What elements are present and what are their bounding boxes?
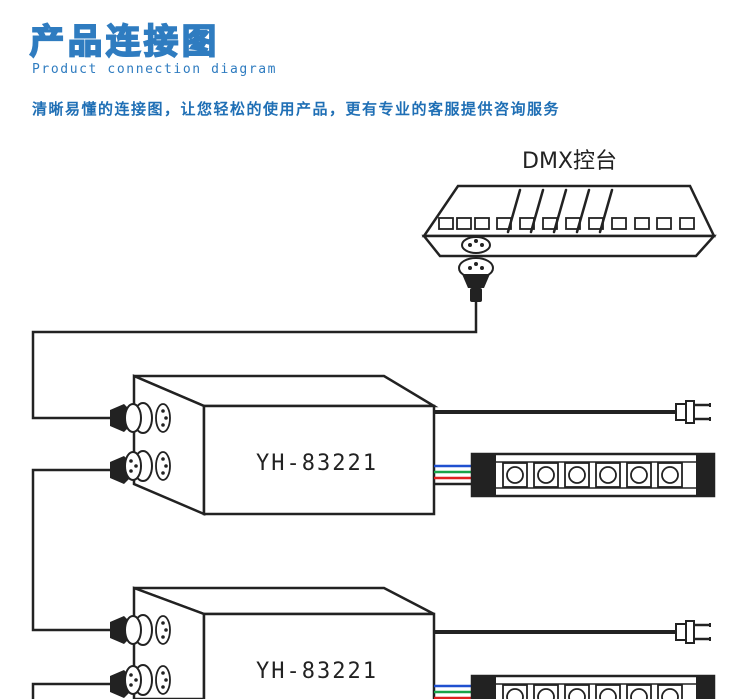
dmx-plug (458, 257, 494, 302)
led-strip (470, 452, 716, 498)
rgb-wires (434, 684, 472, 699)
decoder-model-label: YH-83221 (256, 659, 378, 684)
power-cable (434, 400, 711, 424)
rgb-wires (434, 464, 472, 486)
decoder-box: YH-83221 (110, 586, 436, 699)
led-strip (470, 674, 716, 699)
decoder-model-label: YH-83221 (256, 451, 378, 476)
page-title: 产品连接图 (29, 21, 220, 63)
console-label: DMX控台 (522, 149, 617, 174)
power-cable (434, 620, 711, 644)
tagline: 清晰易懂的连接图，让您轻松的使用产品，更有专业的客服提供咨询服务 (32, 100, 561, 118)
decoder-box: YH-83221 (110, 374, 439, 516)
dmx-console: DMX控台 (421, 149, 717, 258)
page-subtitle: Product connection diagram (32, 62, 278, 77)
dmx-cables (31, 302, 478, 699)
